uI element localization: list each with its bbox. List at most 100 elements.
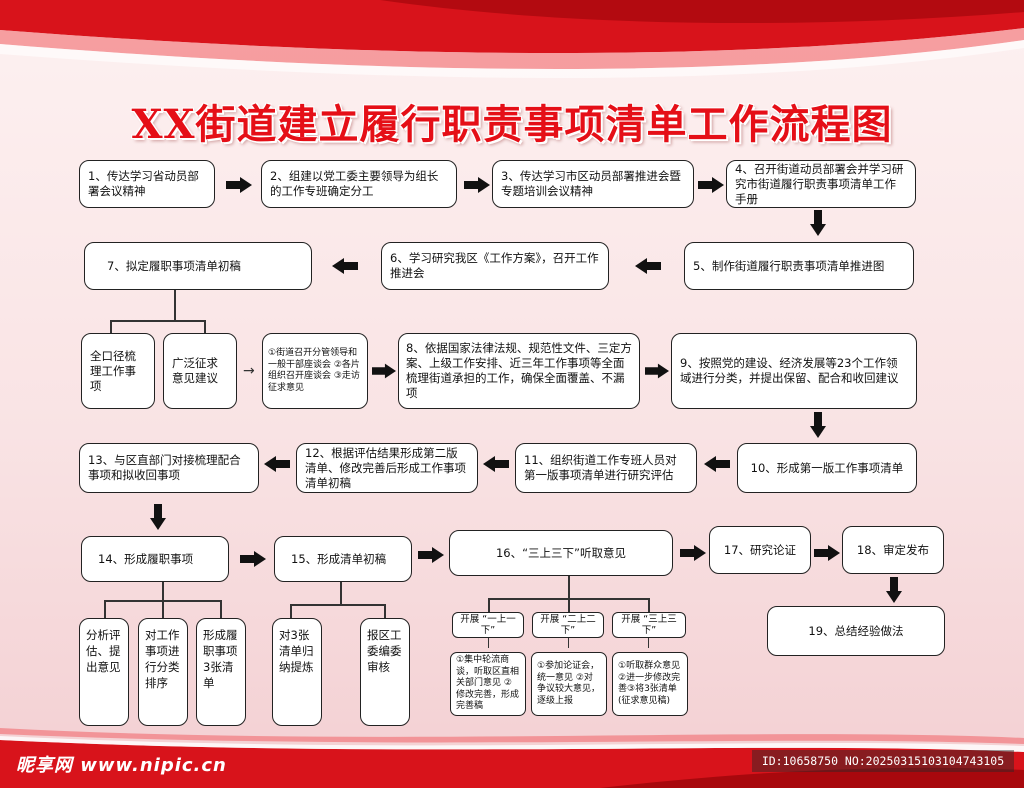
step-7c-text: ①街道召开分管领导和一般干部座谈会 ②各片组织召开座谈会 ③走访征求意见 [268, 348, 360, 393]
step-16b-detail-text: ①参加论证会，统一意见 ②对争议较大意见，逐级上报 [537, 661, 601, 706]
step-16a-tag: 开展 “一上一下” [452, 612, 524, 638]
step-6-text: 6、学习研究我区《工作方案》，召开工作推进会 [390, 251, 599, 280]
connector-14a-drop [104, 600, 106, 618]
step-10-box: 10、形成第一版工作事项清单 [737, 443, 917, 493]
connector-15-stem [340, 582, 342, 604]
step-17-text: 17、研究论证 [723, 542, 797, 557]
step-11-text: 11、组织街道工作专班人员对第一版事项清单进行研究评估 [524, 453, 677, 482]
step-14a-text: 分析评估、提出意见 [86, 628, 121, 674]
arrow-down-icon-9-10 [810, 412, 826, 438]
step-7a-text: 全口径梳理工作事项 [90, 348, 136, 393]
connector-15b-drop [384, 604, 386, 618]
step-7b-box: 广泛征求意见建议 [163, 333, 237, 409]
step-2-box: 2、组建以党工委主要领导为组长的工作专班确定分工 [261, 160, 457, 208]
connector-14b-drop [162, 600, 164, 618]
step-19-text: 19、总结经验做法 [808, 623, 904, 638]
small-arrow-icon: → [243, 363, 255, 379]
connector-14c-drop [220, 600, 222, 618]
step-1-text: 1、传达学习省动员部署会议精神 [88, 169, 199, 198]
connector-16c-down [648, 638, 649, 648]
step-10-text: 10、形成第一版工作事项清单 [750, 460, 904, 475]
step-6-box: 6、学习研究我区《工作方案》，召开工作推进会 [381, 242, 609, 290]
arrow-down-icon-18-19 [886, 577, 902, 603]
page-title: XX街道建立履行职责事项清单工作流程图 [131, 101, 893, 148]
arrow-right-icon-2-3 [464, 177, 490, 193]
step-19-box: 19、总结经验做法 [767, 606, 945, 656]
image-id-label: ID:10658750 NO:20250315103104743105 [752, 750, 1014, 772]
step-18-box: 18、审定发布 [842, 526, 944, 574]
step-14c-box: 形成履职事项3张清单 [196, 618, 246, 726]
step-17-box: 17、研究论证 [709, 526, 811, 574]
step-5-box: 5、制作街道履行职责事项清单推进图 [684, 242, 914, 290]
arrow-left-icon-11-12 [483, 456, 509, 472]
step-16a-label: 开展 “一上一下” [460, 614, 516, 636]
step-7-box: 7、拟定履职事项清单初稿 [84, 242, 312, 290]
step-16c-tag: 开展 “三上三下” [612, 612, 686, 638]
step-9-text: 9、按照党的建设、经济发展等23个工作领域进行分类，并提出保留、配合和收回建议 [680, 356, 899, 385]
step-16c-label: 开展 “三上三下” [621, 614, 677, 636]
step-7-text: 7、拟定履职事项清单初稿 [107, 258, 241, 273]
step-16c-detail-text: ①听取群众意见 ②进一步修改完善③将3张清单(征求意见稿) [618, 661, 681, 706]
connector-7-bar [110, 320, 206, 322]
step-14b-text: 对工作事项进行分类排序 [145, 628, 180, 690]
step-16-box: 16、“三上三下”听取意见 [449, 530, 673, 576]
step-1-box: 1、传达学习省动员部署会议精神 [79, 160, 215, 208]
connector-16-stem [568, 576, 570, 598]
step-3-text: 3、传达学习市区动员部署推进会暨专题培训会议精神 [501, 169, 681, 198]
step-16a-detail: ①集中轮流商谈，听取区直相关部门意见 ②修改完善，形成完善稿 [450, 652, 526, 716]
step-3-box: 3、传达学习市区动员部署推进会暨专题培训会议精神 [492, 160, 694, 208]
step-16c-detail: ①听取群众意见 ②进一步修改完善③将3张清单(征求意见稿) [612, 652, 688, 716]
connector-16a-down [488, 638, 489, 648]
step-7c-box: ①街道召开分管领导和一般干部座谈会 ②各片组织召开座谈会 ③走访征求意见 [262, 333, 368, 409]
arrow-left-icon-6-7 [332, 258, 358, 274]
step-16-text: 16、“三上三下”听取意见 [495, 545, 627, 560]
arrow-down-icon-4-5 [810, 210, 826, 236]
arrow-down-icon-13-14 [150, 504, 166, 530]
step-13-box: 13、与区直部门对接梳理配合事项和拟收回事项 [79, 443, 259, 493]
arrow-right-icon-14-15 [240, 551, 266, 567]
arrow-left-icon-12-13 [264, 456, 290, 472]
step-14a-box: 分析评估、提出意见 [79, 618, 129, 726]
connector-7b-drop [204, 320, 206, 333]
step-12-box: 12、根据评估结果形成第二版清单、修改完善后形成工作事项清单初稿 [296, 443, 478, 493]
step-8-text: 8、依据国家法律法规、规范性文件、三定方案、上级工作安排、近三年工作事项等全面梳… [406, 341, 632, 400]
arrow-right-icon-7c-8 [372, 363, 396, 379]
step-15-box: 15、形成清单初稿 [274, 536, 412, 582]
step-12-text: 12、根据评估结果形成第二版清单、修改完善后形成工作事项清单初稿 [305, 445, 466, 490]
arrow-right-icon-8-9 [645, 363, 669, 379]
step-7b-text: 广泛征求意见建议 [172, 356, 218, 385]
step-2-text: 2、组建以党工委主要领导为组长的工作专班确定分工 [270, 169, 439, 198]
step-16a-detail-text: ①集中轮流商谈，听取区直相关部门意见 ②修改完善，形成完善稿 [456, 655, 520, 712]
arrow-right-icon-15-16 [418, 547, 444, 563]
step-8-box: 8、依据国家法律法规、规范性文件、三定方案、上级工作安排、近三年工作事项等全面梳… [398, 333, 640, 409]
connector-15a-drop [290, 604, 292, 618]
connector-16b-drop [568, 598, 570, 612]
step-15a-text: 对3张清单归纳提炼 [279, 628, 314, 674]
connector-16c-drop [648, 598, 650, 612]
step-4-text: 4、召开街道动员部署会并学习研究市街道履行职责事项清单工作手册 [735, 161, 904, 206]
step-7a-box: 全口径梳理工作事项 [81, 333, 155, 409]
step-13-text: 13、与区直部门对接梳理配合事项和拟收回事项 [88, 453, 241, 482]
step-15a-box: 对3张清单归纳提炼 [272, 618, 322, 726]
connector-7-stem [174, 290, 176, 320]
step-16b-tag: 开展 “二上二下” [532, 612, 604, 638]
arrow-left-icon-5-6 [635, 258, 661, 274]
step-11-box: 11、组织街道工作专班人员对第一版事项清单进行研究评估 [515, 443, 697, 493]
arrow-left-icon-10-11 [704, 456, 730, 472]
step-15-text: 15、形成清单初稿 [291, 551, 387, 566]
site-logo: 昵享网 www.nipic.cn [16, 755, 227, 776]
connector-14-stem [162, 582, 164, 600]
step-14-box: 14、形成履职事项 [81, 536, 229, 582]
step-14-text: 14、形成履职事项 [98, 551, 194, 566]
arrow-right-icon-1-2 [226, 177, 252, 193]
step-14c-text: 形成履职事项3张清单 [203, 628, 238, 690]
step-14b-box: 对工作事项进行分类排序 [138, 618, 188, 726]
arrow-right-icon-16-17 [680, 545, 706, 561]
connector-7a-drop [110, 320, 112, 333]
arrow-right-icon-17-18 [814, 545, 840, 561]
step-4-box: 4、召开街道动员部署会并学习研究市街道履行职责事项清单工作手册 [726, 160, 916, 208]
step-5-text: 5、制作街道履行职责事项清单推进图 [693, 258, 885, 273]
step-16b-label: 开展 “二上二下” [540, 614, 596, 636]
step-16b-detail: ①参加论证会，统一意见 ②对争议较大意见，逐级上报 [531, 652, 607, 716]
